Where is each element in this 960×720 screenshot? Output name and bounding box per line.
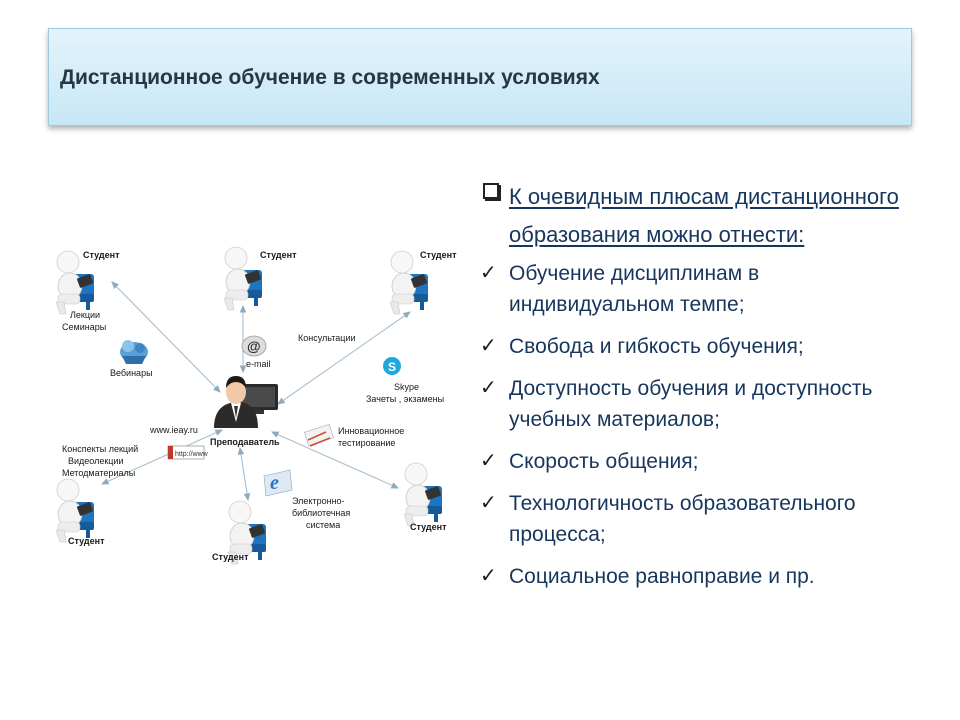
- teacher-figure: Преподаватель: [210, 376, 280, 447]
- arrow-to-student-right-top: [277, 311, 411, 405]
- checkmark-icon: ✓: [480, 450, 497, 472]
- svg-text:Методматериалы: Методматериалы: [62, 468, 135, 478]
- svg-text:Студент: Студент: [260, 250, 297, 260]
- site-label: www.ieay.ru: [149, 425, 198, 435]
- svg-text:e-mail: e-mail: [246, 359, 271, 369]
- list-item: ✓Скорость общения;: [478, 446, 918, 477]
- materials-label: Конспекты лекций Видеолекции Методматери…: [62, 444, 138, 478]
- student-right-bottom: Студент: [403, 462, 447, 532]
- list-item: ✓Технологичность образовательного процес…: [478, 488, 918, 550]
- svg-text:Студент: Студент: [68, 536, 105, 546]
- advantages-list: К очевидным плюсам дистанционного образо…: [478, 178, 918, 603]
- testing-icon: Инновационное тестирование: [304, 423, 404, 448]
- skype-icon: S Skype Зачеты , экзамены: [366, 357, 444, 404]
- svg-text:Студент: Студент: [420, 250, 457, 260]
- list-item: ✓Доступность обучения и доступность учеб…: [478, 373, 918, 435]
- arrow-to-student-left-bottom: [100, 429, 224, 485]
- svg-text:Лекции: Лекции: [70, 310, 100, 320]
- arrow-to-student-bottom: [237, 446, 251, 502]
- svg-text:Преподаватель: Преподаватель: [210, 437, 280, 447]
- title-banner: Дистанционное обучение в современных усл…: [48, 28, 912, 126]
- checkmark-icon: ✓: [480, 377, 497, 399]
- svg-text:http://www: http://www: [175, 451, 209, 458]
- svg-text:Инновационное: Инновационное: [338, 426, 404, 436]
- arrow-to-student-right-bottom: [270, 431, 400, 489]
- checkmark-icon: ✓: [480, 492, 497, 514]
- svg-text:S: S: [388, 360, 396, 374]
- checkmark-icon: ✓: [480, 262, 497, 284]
- svg-text:Семинары: Семинары: [62, 322, 106, 332]
- svg-text:Студент: Студент: [83, 250, 120, 260]
- student-left-bottom: Студент: [55, 478, 105, 546]
- square-bullet-icon: [483, 183, 499, 199]
- student-top: Студент: [223, 246, 297, 311]
- student-left-top: Студент Лекции Семинары: [55, 250, 120, 332]
- svg-text:Конспекты лекций: Конспекты лекций: [62, 444, 138, 454]
- checkmark-icon: ✓: [480, 335, 497, 357]
- arrow-to-student-left-top: [111, 281, 221, 393]
- svg-text:@: @: [247, 338, 261, 354]
- email-icon: @ e-mail: [241, 335, 271, 369]
- student-bottom: Студент: [212, 500, 267, 565]
- svg-text:система: система: [306, 520, 340, 530]
- checkmark-icon: ✓: [480, 565, 497, 587]
- svg-text:Электронно-: Электронно-: [292, 496, 345, 506]
- list-item: ✓Свобода и гибкость обучения;: [478, 331, 918, 362]
- http-icon: http://www: [167, 445, 209, 460]
- student-right-top: Студент: [389, 250, 457, 315]
- svg-text:e: e: [270, 472, 279, 494]
- svg-text:Зачеты , экзамены: Зачеты , экзамены: [366, 394, 444, 404]
- list-item: ✓Обучение дисциплинам в индивидуальном т…: [478, 258, 918, 320]
- consultations-label: Консультации: [298, 333, 356, 343]
- svg-text:тестирование: тестирование: [338, 438, 395, 448]
- svg-text:Студент: Студент: [410, 522, 447, 532]
- svg-text:Skype: Skype: [394, 382, 419, 392]
- advantages-lead: К очевидным плюсам дистанционного образо…: [478, 178, 918, 254]
- svg-text:Видеолекции: Видеолекции: [68, 456, 124, 466]
- library-icon: e Электронно- библиотечная система: [263, 469, 350, 530]
- webinar-icon: Вебинары: [110, 340, 153, 378]
- svg-text:Студент: Студент: [212, 552, 249, 562]
- list-item: ✓Социальное равноправие и пр.: [478, 561, 918, 592]
- svg-text:библиотечная: библиотечная: [292, 508, 350, 518]
- svg-text:Вебинары: Вебинары: [110, 368, 153, 378]
- page-title: Дистанционное обучение в современных усл…: [60, 66, 600, 89]
